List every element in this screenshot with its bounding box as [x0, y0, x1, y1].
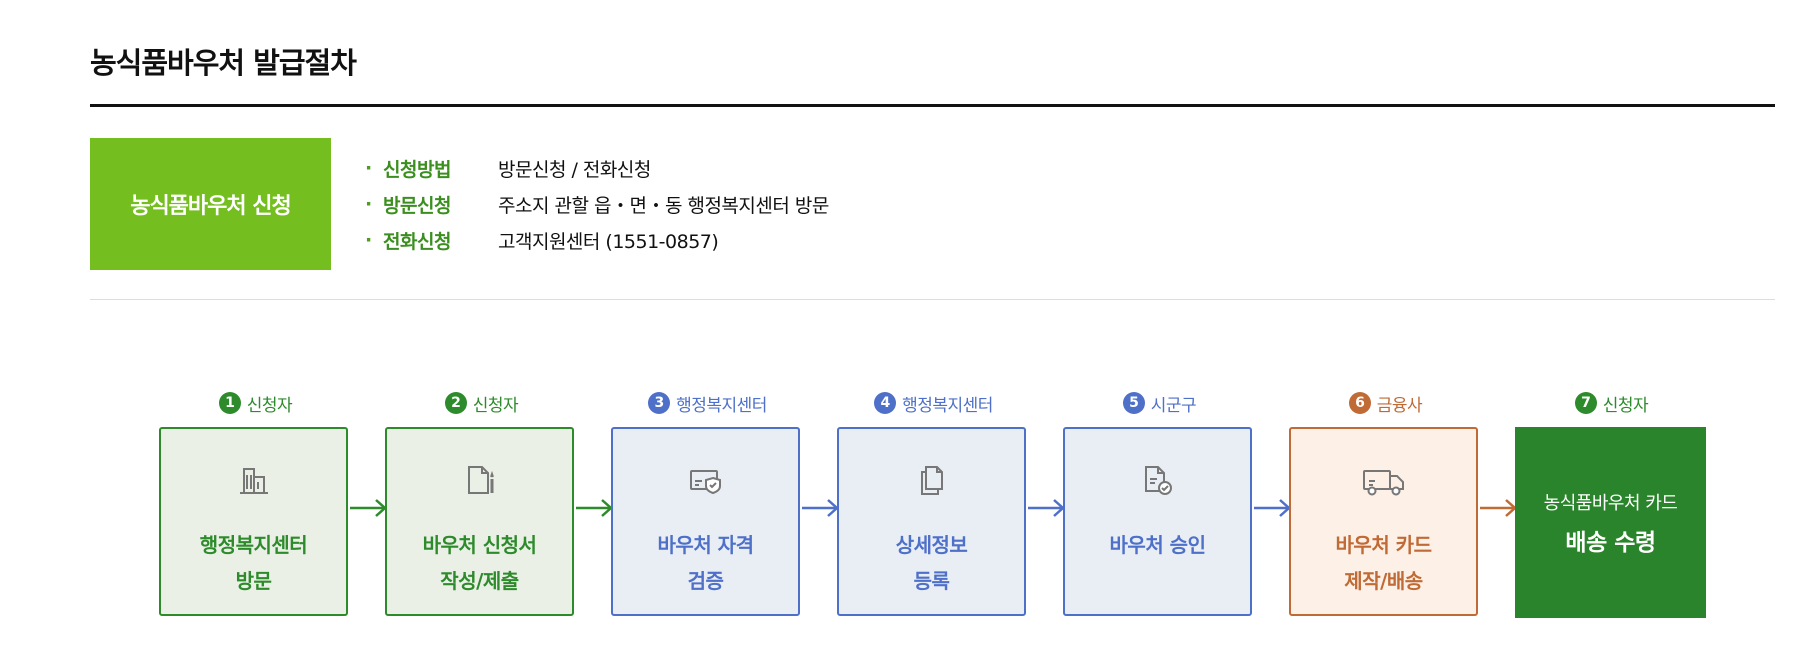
- step-text: 바우처 신청서 작성/제출: [423, 527, 537, 599]
- step-text: 바우처 카드 제작/배송: [1336, 527, 1432, 599]
- bullet-icon: ·: [365, 229, 372, 251]
- title-divider: [90, 104, 1775, 107]
- step-1-actor: 1 신청자: [159, 390, 352, 416]
- step-text-line: 등록: [913, 569, 950, 593]
- arrow-right-icon: [802, 499, 839, 517]
- step-text-line: 행정복지센터: [199, 533, 308, 557]
- step-4-actor: 4 행정복지센터: [837, 390, 1030, 416]
- step-text-line: 검증: [687, 569, 724, 593]
- step-actor-label: 행정복지센터: [676, 395, 767, 416]
- info-label: 방문신청: [383, 194, 451, 217]
- info-item-phone: · 전화신청 고객지원센터 (1551-0857): [365, 222, 829, 258]
- info-label: 신청방법: [383, 158, 451, 181]
- application-box-label: 농식품바우처 신청: [130, 194, 292, 219]
- info-value: 주소지 관할 읍・면・동 행정복지센터 방문: [498, 194, 829, 217]
- step-6-actor: 6 금융사: [1289, 390, 1482, 416]
- step-text-line: 작성/제출: [440, 569, 519, 593]
- arrow-right-icon: [576, 499, 613, 517]
- arrow-right-icon: [350, 499, 387, 517]
- step-number-badge: 4: [874, 392, 897, 414]
- arrow-right-icon: [1480, 499, 1517, 517]
- step-text-line: 상세정보: [895, 533, 968, 557]
- step-3-box: 바우처 자격 검증: [611, 427, 800, 616]
- info-item-visit: · 방문신청 주소지 관할 읍・면・동 행정복지센터 방문: [365, 186, 829, 222]
- step-text-line: 바우처 신청서: [422, 533, 537, 557]
- step-actor-label: 신청자: [1602, 395, 1649, 416]
- arrow-right-icon: [1028, 499, 1065, 517]
- step-text-line: 배송 수령: [1565, 529, 1656, 556]
- step-number-badge: 2: [444, 392, 467, 414]
- step-number-badge: 3: [648, 392, 671, 414]
- application-info-list: · 신청방법 방문신청 / 전화신청 · 방문신청 주소지 관할 읍・면・동 행…: [365, 150, 829, 258]
- step-actor-label: 신청자: [246, 395, 293, 416]
- section-divider: [90, 299, 1775, 300]
- step-text-line: 방문: [235, 569, 272, 593]
- step-actor-label: 금융사: [1376, 395, 1423, 416]
- step-number-badge: 7: [1574, 392, 1597, 414]
- documents-icon: [912, 461, 952, 501]
- step-text-line: 제작/배송: [1344, 569, 1423, 593]
- bullet-icon: ·: [365, 193, 372, 215]
- step-7-actor: 7 신청자: [1515, 390, 1708, 416]
- step-text-line: 농식품바우처 카드: [1543, 492, 1678, 514]
- application-box: 농식품바우처 신청: [90, 138, 331, 270]
- step-text: 바우처 자격 검증: [658, 527, 754, 599]
- step-actor-label: 시군구: [1150, 395, 1197, 416]
- building-icon: [234, 461, 274, 501]
- info-value: 방문신청 / 전화신청: [498, 158, 651, 181]
- step-text: 상세정보 등록: [896, 527, 968, 599]
- delivery-truck-icon: [1361, 461, 1407, 501]
- info-label: 전화신청: [383, 230, 451, 253]
- bullet-icon: ·: [365, 157, 372, 179]
- step-2-actor: 2 신청자: [385, 390, 578, 416]
- step-text-line: 바우처 카드: [1335, 533, 1432, 557]
- step-7-box: 농식품바우처 카드 배송 수령: [1515, 427, 1706, 618]
- step-2-box: 바우처 신청서 작성/제출: [385, 427, 574, 616]
- step-text-line: 바우처 자격: [657, 533, 754, 557]
- step-actor-label: 행정복지센터: [902, 395, 993, 416]
- info-value: 고객지원센터 (1551-0857): [498, 230, 719, 253]
- info-item-method: · 신청방법 방문신청 / 전화신청: [365, 150, 829, 186]
- card-shield-icon: [686, 461, 726, 501]
- step-number-badge: 5: [1122, 392, 1145, 414]
- step-text-line: 바우처 승인: [1109, 533, 1206, 557]
- step-3-actor: 3 행정복지센터: [611, 390, 804, 416]
- step-text: 행정복지센터 방문: [199, 527, 308, 599]
- page-title: 농식품바우처 발급절차: [90, 46, 357, 80]
- step-text: 바우처 승인: [1110, 527, 1206, 563]
- step-number-badge: 1: [218, 392, 241, 414]
- step-6-box: 바우처 카드 제작/배송: [1289, 427, 1478, 616]
- step-5-actor: 5 시군구: [1063, 390, 1256, 416]
- step-5-box: 바우처 승인: [1063, 427, 1252, 616]
- document-check-icon: [1138, 461, 1178, 501]
- step-4-box: 상세정보 등록: [837, 427, 1026, 616]
- document-pen-icon: [460, 461, 500, 501]
- arrow-right-icon: [1254, 499, 1291, 517]
- step-1-box: 행정복지센터 방문: [159, 427, 348, 616]
- step-actor-label: 신청자: [472, 395, 519, 416]
- step-number-badge: 6: [1348, 392, 1371, 414]
